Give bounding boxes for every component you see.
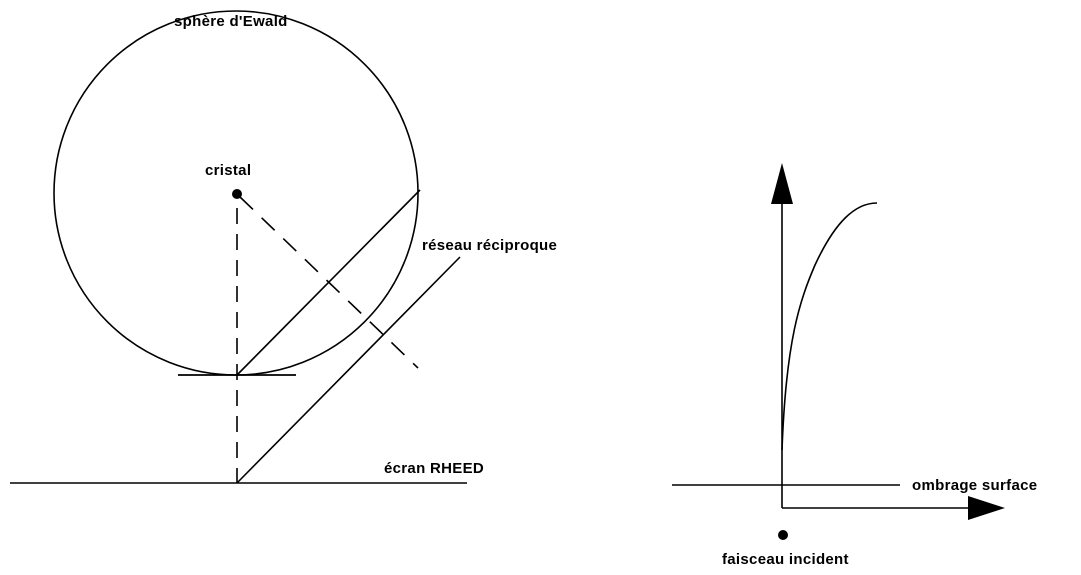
vertical-axis-arrowhead [771,163,793,204]
shadowing-diagram: ombrage surface faisceau incident [672,163,1037,568]
reciprocal-rod-1 [236,189,421,376]
incident-beam-label: faisceau incident [722,551,849,568]
reciprocal-lattice-label: réseau réciproque [422,237,557,254]
ewald-construction: sphère d'Ewald cristal réseau réciproque… [10,10,557,484]
incident-beam-dot [778,530,788,540]
crystal-label: cristal [205,162,251,179]
reciprocal-rod-2 [236,256,461,484]
horizontal-axis-arrowhead [968,496,1005,520]
shadowing-curve [781,202,878,451]
crystal-dot [232,189,242,199]
shadowing-surface-label: ombrage surface [912,477,1037,494]
ewald-sphere-label: sphère d'Ewald [174,13,288,30]
rheed-screen-label: écran RHEED [384,460,484,477]
